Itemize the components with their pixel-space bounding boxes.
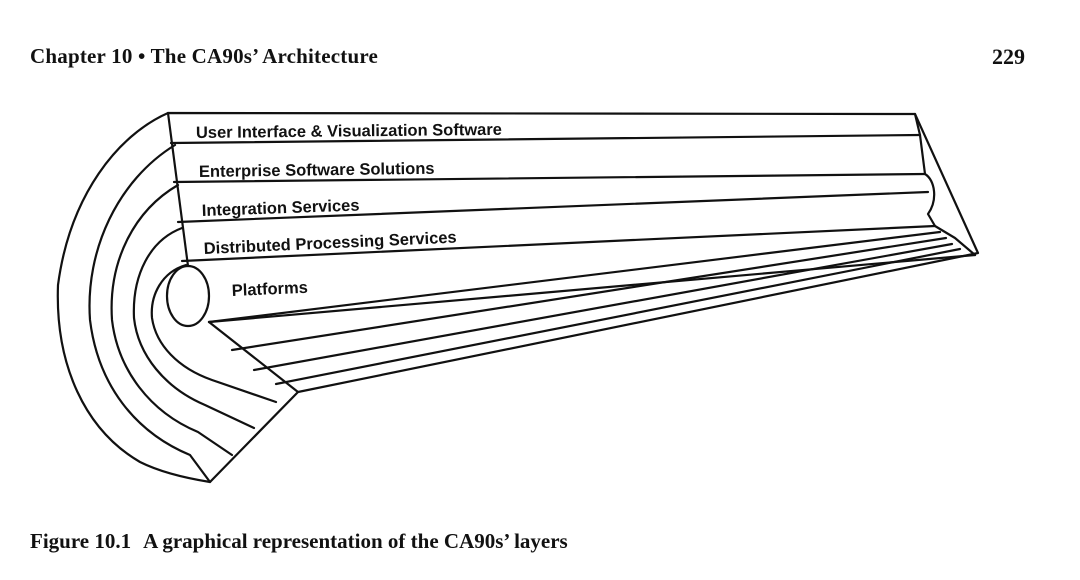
- figure-caption: Figure 10.1 A graphical representation of…: [30, 529, 568, 554]
- page-number: 229: [992, 44, 1025, 70]
- layer-label-enterprise-software: Enterprise Software Solutions: [199, 160, 435, 181]
- core-end-ellipse: [167, 266, 209, 326]
- layers-cylinder-diagram: User Interface & Visualization Software …: [0, 80, 1080, 520]
- layer-label-platforms: Platforms: [231, 279, 308, 300]
- figure-caption-text: A graphical representation of the CA90s’…: [143, 529, 568, 553]
- layers-figure: User Interface & Visualization Software …: [0, 80, 1080, 520]
- layer-label-user-interface: User Interface & Visualization Software: [196, 121, 502, 142]
- figure-number: Figure 10.1: [30, 529, 131, 553]
- running-head: Chapter 10 • The CA90s’ Architecture: [30, 44, 378, 69]
